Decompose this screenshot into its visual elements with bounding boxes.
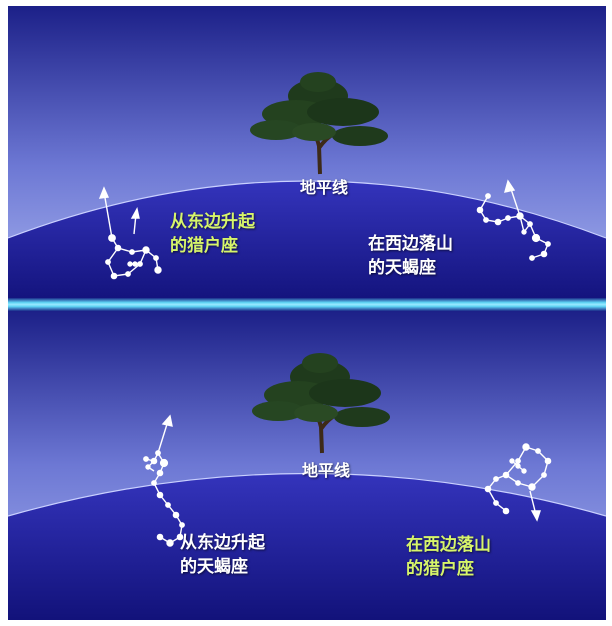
scorpius-arrow-line	[157, 420, 169, 454]
bottom-right-label-line1: 在西边落山	[406, 535, 491, 555]
horizon-line	[8, 180, 606, 239]
scorpius-arrow-icon	[161, 414, 173, 427]
orion-constellation	[484, 443, 552, 522]
orion-arrow-line	[103, 191, 113, 239]
orion-constellation	[98, 186, 162, 280]
bottom-panel: 地平线 从东边升起 的天蝎座 在西边落山 的猎户座	[8, 311, 606, 620]
tree-icon	[250, 72, 388, 175]
panel-divider	[8, 298, 606, 311]
top-right-label: 在西边落山 的天蝎座	[368, 232, 453, 280]
horizon-label-bottom: 地平线	[302, 461, 351, 480]
bottom-left-label: 从东边升起 的天蝎座	[180, 531, 265, 579]
scorpius-arrow-icon	[504, 179, 516, 193]
ground	[8, 473, 606, 620]
scorpius-constellation	[143, 414, 185, 547]
bottom-left-label-line1: 从东边升起	[180, 533, 265, 553]
bottom-right-label: 在西边落山 的猎户座	[406, 533, 491, 581]
orion-arrow-icon	[530, 510, 541, 522]
top-right-label-line2: 的天蝎座	[368, 258, 436, 278]
tree-icon	[252, 353, 390, 454]
top-left-label-line1: 从东边升起	[170, 212, 255, 232]
diagram-frame: 地平线 从东边升起 的猎户座 在西边落山 的天蝎座	[8, 6, 606, 620]
orion-arrow-icon	[98, 186, 110, 199]
horizon-line	[8, 472, 606, 517]
top-panel: 地平线 从东边升起 的猎户座 在西边落山 的天蝎座	[8, 6, 606, 298]
bottom-left-label-line2: 的天蝎座	[180, 557, 248, 577]
top-right-label-line1: 在西边落山	[368, 234, 453, 254]
top-scene	[8, 6, 606, 298]
horizon-label-top: 地平线	[300, 178, 349, 197]
top-left-label-line2: 的猎户座	[170, 236, 238, 256]
top-left-label: 从东边升起 的猎户座	[170, 210, 255, 258]
scorpius-constellation	[476, 179, 551, 261]
bottom-scene	[8, 311, 606, 620]
bottom-right-label-line2: 的猎户座	[406, 559, 474, 579]
